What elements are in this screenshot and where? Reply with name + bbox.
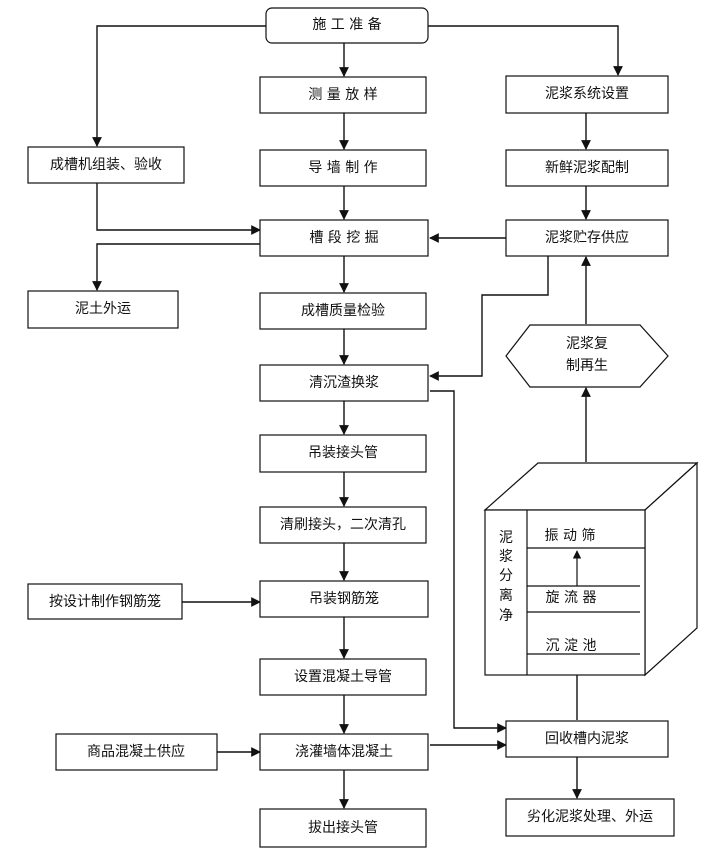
node-guidewall	[259, 149, 427, 187]
arrow-excavate-to-soil-out	[92, 243, 260, 291]
label-separation-char-5: 净	[499, 608, 513, 624]
arrow-prep-to-machine	[92, 25, 266, 147]
label-bad-slurry: 劣化泥浆处理、外运	[527, 809, 653, 825]
label-soil-out: 泥土外运	[75, 301, 131, 317]
node-conduit	[259, 658, 427, 696]
label-prep: 施 工 准 备	[312, 16, 381, 33]
label-separation-char-1: 泥	[499, 530, 513, 546]
node-excavate	[259, 219, 429, 257]
label-regen-line2: 制再生	[566, 358, 608, 374]
arrow-machine-to-excavate	[96, 183, 261, 235]
label-pour: 浇灌墙体混凝土	[295, 744, 393, 760]
node-cage-make	[27, 583, 183, 620]
node-slurry-store	[505, 219, 669, 257]
label-excavate: 槽 段 挖 掘	[309, 230, 378, 246]
label-slurry-system: 泥浆系统设置	[545, 86, 629, 102]
label-separation-char-2: 浆	[499, 549, 513, 565]
label-quality: 成槽质量检验	[301, 303, 385, 319]
label-concrete-supply: 商品混凝土供应	[87, 743, 185, 760]
label-machine: 成槽机组装、验收	[50, 157, 162, 173]
node-hang-cage	[259, 580, 429, 618]
label-survey: 测 量 放 样	[308, 87, 377, 103]
label-separation-char-3: 分	[499, 568, 513, 584]
node-prep	[265, 7, 429, 44]
node-slurry-system	[505, 75, 669, 114]
node-machine	[27, 146, 185, 184]
node-hang-joint	[259, 434, 427, 473]
label-conduit: 设置混凝土导管	[294, 669, 392, 685]
label-slurry-store: 泥浆贮存供应	[545, 229, 629, 246]
label-hang-joint: 吊装接头管	[308, 444, 378, 461]
label-hang-cage: 吊装钢筋笼	[309, 590, 379, 607]
label-separation-char-4: 离	[499, 587, 513, 604]
node-pour	[259, 733, 429, 771]
label-settle: 沉 淀 池	[546, 638, 597, 654]
node-recover	[505, 720, 669, 758]
label-guidewall: 导 墙 制 作	[308, 160, 377, 176]
label-regen-line1: 泥浆复	[566, 335, 608, 352]
label-cyclone: 旋 流 器	[546, 590, 597, 606]
node-regen-hexagon	[505, 324, 669, 388]
label-brush: 清刷接头，二次清孔	[280, 516, 406, 533]
label-recover: 回收槽内泥浆	[545, 731, 629, 747]
separation-cube	[483, 461, 699, 677]
node-concrete-supply	[55, 733, 218, 771]
label-pull: 拔出接头管	[308, 819, 378, 836]
node-soil-out	[27, 290, 179, 329]
node-brush	[259, 506, 427, 544]
node-bad-slurry	[505, 798, 675, 837]
label-fresh-slurry: 新鲜泥浆配制	[545, 160, 629, 176]
arrow-prep-to-slurry-system	[428, 25, 623, 76]
node-fresh-slurry	[505, 149, 669, 187]
cube-front-face	[484, 509, 646, 676]
node-quality	[259, 292, 427, 330]
label-shaker: 振 动 筛	[545, 528, 596, 544]
node-survey	[259, 76, 427, 114]
arrow-store-to-clean	[429, 256, 549, 381]
label-clean: 清沉渣换浆	[309, 374, 379, 391]
connectors	[92, 25, 623, 809]
arrow-clean-to-recover	[430, 390, 507, 733]
label-cage-make: 按设计制作钢筋笼	[49, 593, 161, 610]
node-pull	[259, 808, 427, 848]
node-clean	[259, 364, 429, 402]
